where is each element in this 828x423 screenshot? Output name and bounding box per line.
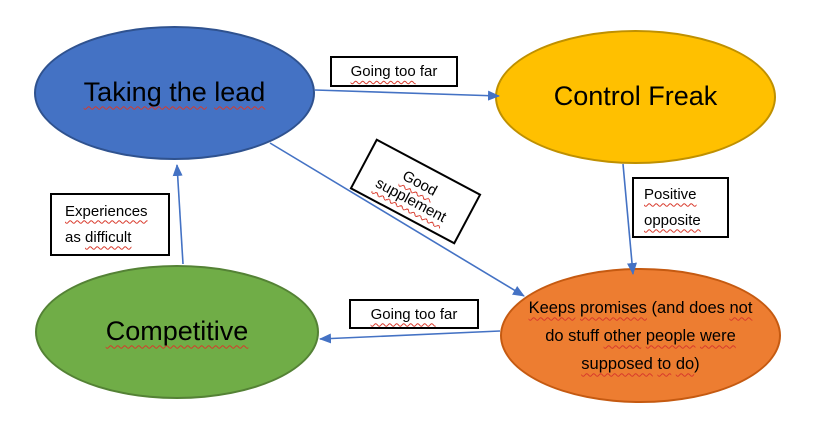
arrow-keeps-to-competitive[interactable]	[319, 330, 501, 344]
node-keeps-promises-label: Keeps promises (and does not do stuff ot…	[529, 294, 753, 378]
experiences-line-1: Experiences	[65, 202, 148, 220]
node-control-freak[interactable]: Control Freak	[495, 30, 776, 164]
label-going-too-far-bottom-text: Going too far	[370, 305, 458, 323]
node-control-freak-label: Control Freak	[553, 81, 718, 112]
arrow-taking-to-control[interactable]	[314, 89, 500, 101]
node-competitive-label: Competitive	[105, 316, 249, 347]
positive-line-1: Positive	[644, 185, 697, 203]
keeps-line-1: Keeps promises (and does not	[528, 298, 753, 317]
label-going-too-far-top-text: Going too far	[350, 63, 438, 80]
label-going-too-far-top[interactable]: Going too far	[330, 56, 458, 87]
node-taking-the-lead-label: Taking the lead	[83, 77, 266, 108]
experiences-line-2: as difficult	[65, 228, 132, 246]
label-experiences-as-difficult[interactable]: Experiences as difficult	[50, 193, 170, 256]
arrow-competitive-to-taking[interactable]	[172, 164, 184, 265]
label-good-supplement[interactable]: Good supplement	[349, 138, 482, 245]
keeps-line-3: supposed to do)	[581, 354, 700, 373]
label-positive-opposite[interactable]: Positive opposite	[632, 177, 729, 238]
node-competitive[interactable]: Competitive	[35, 265, 319, 399]
node-keeps-promises[interactable]: Keeps promises (and does not do stuff ot…	[500, 268, 781, 403]
positive-line-2: opposite	[644, 211, 701, 229]
label-going-too-far-bottom[interactable]: Going too far	[349, 299, 479, 329]
keeps-line-2: do stuff other people were	[545, 326, 736, 345]
node-taking-the-lead[interactable]: Taking the lead	[34, 26, 315, 160]
